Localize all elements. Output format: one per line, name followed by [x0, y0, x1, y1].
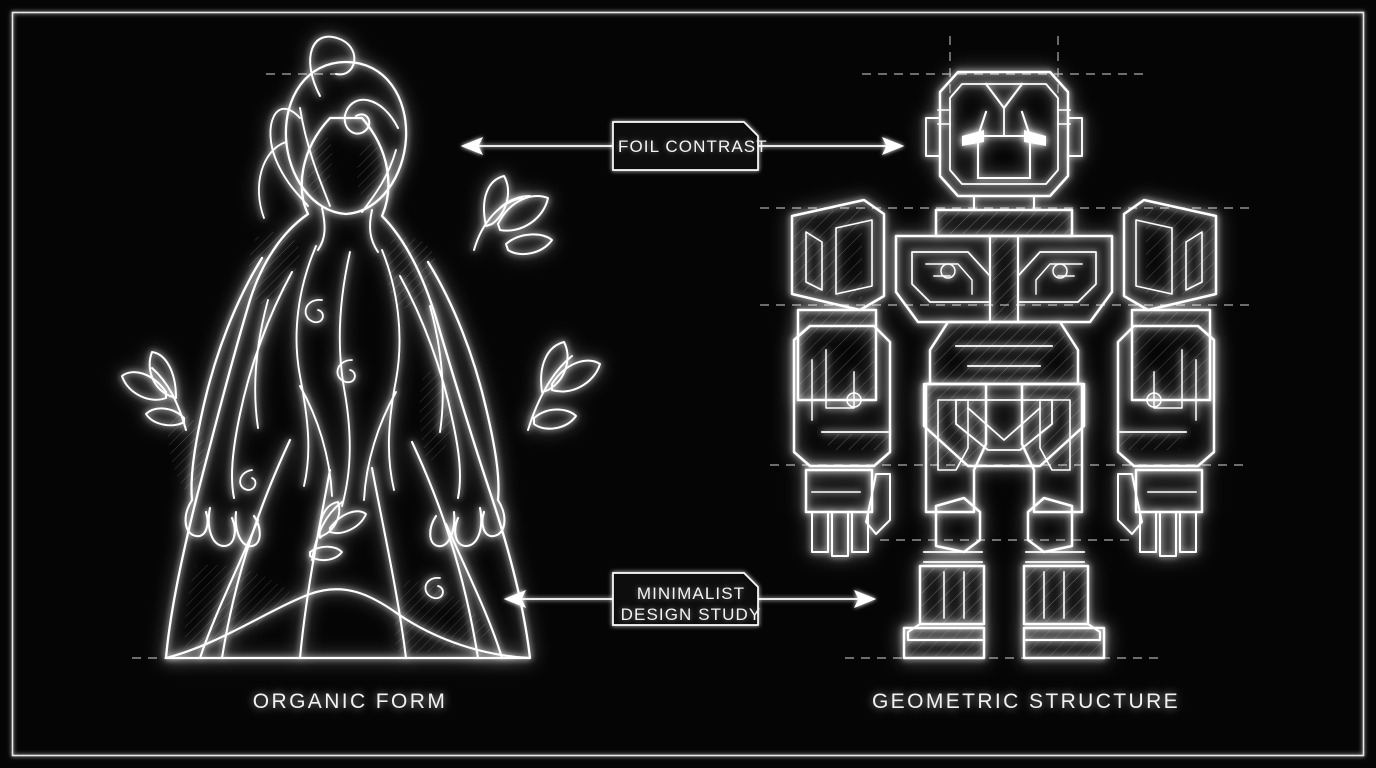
robot-ear-right — [1067, 117, 1083, 157]
organic-arm-right — [426, 260, 500, 502]
organic-tendril-c — [258, 141, 287, 219]
organic-tendril-a — [309, 35, 356, 97]
annotation-label-line-2: DESIGN STUDY — [620, 605, 762, 624]
robot-chest-core — [988, 234, 1020, 324]
robot-hand-left — [804, 468, 874, 514]
robot-shin-left — [918, 564, 986, 626]
arrow-head-left-top — [460, 137, 484, 155]
organic-leaf-sprig-right-lower — [527, 341, 601, 431]
robot-thumb-left — [865, 473, 891, 535]
robot-helmet-side-vent-l — [937, 109, 951, 125]
annotation-label-foil-contrast: FOIL CONTRAST — [618, 137, 768, 156]
robot-shoulder-right — [1122, 198, 1218, 312]
robot-thigh-left — [924, 382, 988, 514]
robot-circuit-right — [1035, 263, 1083, 295]
robot-boot-right — [1022, 626, 1106, 660]
robot-knee-band-right — [1025, 551, 1085, 563]
organic-hatching — [167, 136, 492, 654]
robot-thumb-right — [1117, 473, 1143, 535]
annotation-minimalist-design-study[interactable] — [503, 572, 877, 626]
robot-ear-left — [925, 117, 941, 157]
organic-head-vine-right — [361, 149, 397, 213]
robot-knee-band-left — [923, 551, 983, 563]
annotation-box-bottom — [612, 572, 759, 626]
robot-node-right — [1052, 263, 1068, 279]
organic-tendril-b — [269, 107, 309, 207]
outer-border — [11, 11, 1365, 757]
robot-eye-right — [1024, 130, 1046, 146]
robot-shin-right — [1022, 564, 1090, 626]
caption-geometric-structure: GEOMETRIC STRUCTURE — [871, 690, 1181, 713]
organic-neck — [317, 207, 326, 251]
robot-node-left — [940, 263, 956, 279]
organic-head — [284, 60, 408, 216]
annotation-foil-contrast[interactable] — [460, 121, 905, 171]
arrow-head-right-bottom — [853, 590, 877, 608]
robot-helmet-side-vent-r — [1057, 109, 1071, 125]
robot-fingers-right — [1139, 513, 1197, 557]
robot-eye-left — [962, 130, 984, 146]
robot-boot-left — [902, 626, 986, 660]
organic-hand-left — [184, 498, 261, 548]
annotation-label-line-1: MINIMALIST — [636, 584, 746, 603]
robot-upperarm-left — [796, 308, 878, 402]
arrow-head-left-bottom — [503, 590, 527, 608]
caption-organic-form: ORGANIC FORM — [252, 690, 448, 713]
robot-knee-left — [934, 496, 982, 554]
annotation-label-minimalist-design-study: MINIMALIST DESIGN STUDY — [618, 583, 764, 625]
organic-leaf-sprig-right-upper — [473, 175, 553, 256]
organic-hand-right — [429, 498, 506, 548]
robot-fingers-left — [811, 513, 869, 557]
robot-hand-right — [1134, 468, 1204, 514]
organic-arm-left-inner — [231, 271, 293, 499]
robot-circuit-left — [925, 263, 973, 295]
arrow-head-right-top — [881, 137, 905, 155]
annotation-box-top — [612, 121, 759, 171]
robot-shoulder-left — [790, 198, 886, 312]
robot-upperarm-right — [1130, 308, 1212, 402]
robot-eye-slits — [962, 130, 1046, 146]
robot-knee-right — [1026, 496, 1074, 554]
robot-thigh-right — [1020, 382, 1084, 514]
geometric-hatching — [794, 204, 1214, 656]
organic-neck-2 — [369, 209, 379, 253]
organic-head-curl — [343, 98, 399, 135]
organic-leaf-sprig-robe — [309, 501, 367, 561]
robot-helmet-inner — [949, 83, 1059, 185]
robot-helmet — [938, 70, 1070, 198]
